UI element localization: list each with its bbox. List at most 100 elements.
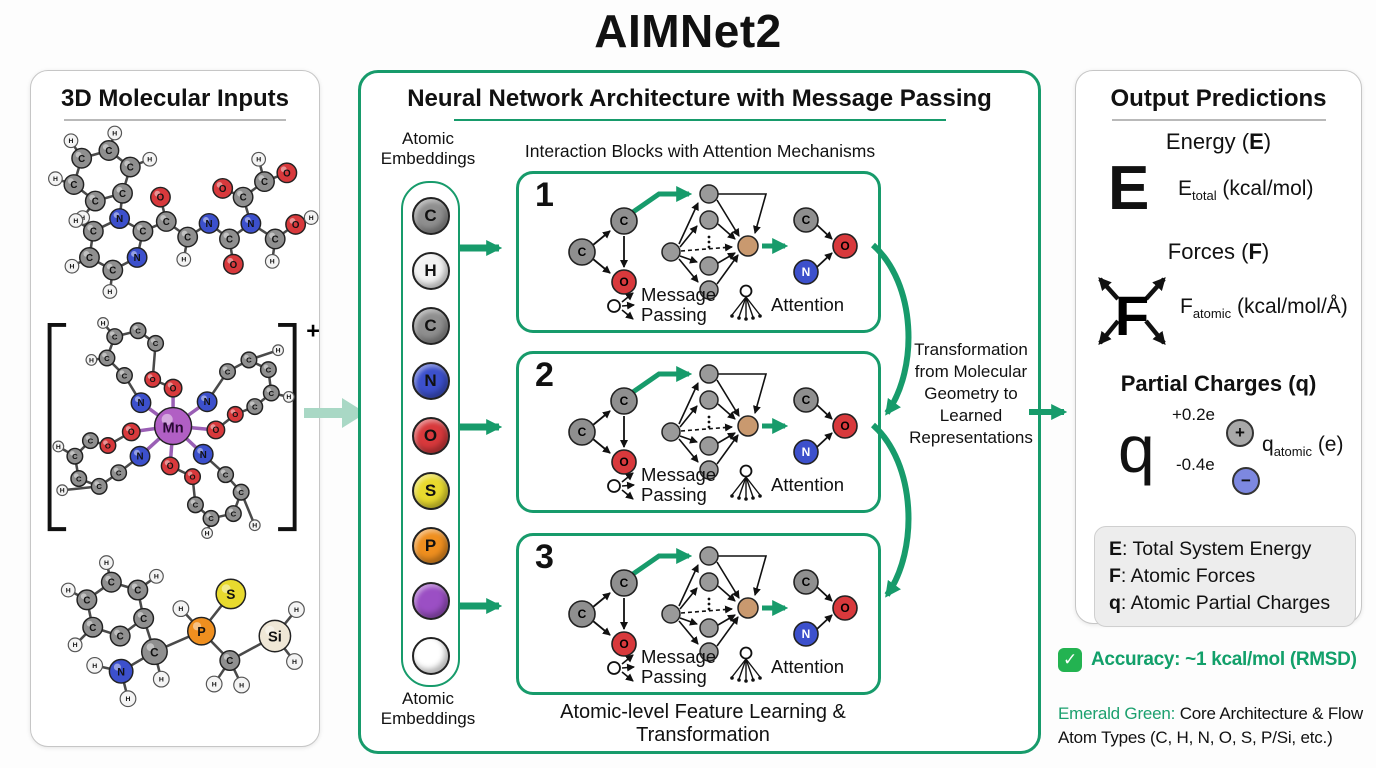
svg-text:H: H — [69, 138, 74, 145]
architecture-panel: Neural Network Architecture with Message… — [358, 70, 1041, 754]
svg-text:H: H — [73, 642, 78, 649]
svg-text:C: C — [104, 354, 110, 363]
legend-line-forces: F: Atomic Forces — [1109, 565, 1256, 587]
svg-text:O: O — [840, 419, 849, 433]
svg-text:H: H — [292, 659, 297, 666]
message-passing-icon — [607, 292, 635, 320]
svg-text:H: H — [126, 696, 131, 703]
svg-text:O: O — [190, 472, 196, 481]
attention-icon — [730, 284, 762, 321]
svg-text:O: O — [128, 427, 135, 437]
block-graph: C C O C N O — [568, 184, 858, 321]
molecule-organic: CCCCCCHHHHHNCNCCCHHHCOCHNCONCOCOHCHOH — [48, 125, 319, 299]
architecture-title: Neural Network Architecture with Message… — [407, 85, 992, 112]
svg-text:C: C — [578, 607, 587, 621]
svg-text:C: C — [122, 371, 128, 380]
embedding-atom-S: S — [411, 472, 450, 510]
svg-text:N: N — [200, 450, 207, 461]
svg-text:C: C — [70, 180, 77, 191]
embedding-atom-blank — [411, 582, 450, 620]
embeddings-label-bottom: Atomic Embeddings — [380, 689, 476, 728]
positive-charge-label: +0.2e — [1172, 405, 1216, 424]
message-passing-label: Message Passing — [641, 646, 717, 687]
svg-text:C: C — [272, 234, 279, 245]
svg-text:C: C — [163, 217, 170, 228]
feature-learning-label: Atomic-level Feature Learning & Transfor… — [560, 701, 846, 746]
svg-text:N: N — [137, 452, 144, 463]
svg-text:C: C — [135, 327, 141, 336]
svg-text:C: C — [266, 365, 272, 374]
svg-text:C: C — [112, 332, 118, 341]
svg-text:C: C — [92, 197, 99, 208]
svg-text:C: C — [620, 214, 629, 228]
inputs-title-rule — [64, 119, 286, 121]
message-passing-icon — [607, 472, 635, 500]
svg-text:C: C — [72, 452, 78, 461]
negative-charge-icon: − — [1232, 467, 1260, 495]
svg-text:O: O — [230, 260, 238, 271]
svg-text:C: C — [76, 474, 82, 483]
svg-text:C: C — [88, 436, 94, 445]
svg-text:H: H — [178, 606, 183, 613]
forces-heading: Forces (F) — [1167, 239, 1270, 264]
svg-text:H: H — [256, 157, 261, 164]
svg-text:H: H — [89, 357, 94, 364]
attention-label: Attention — [771, 294, 845, 315]
energy-heading: Energy (E) — [1165, 129, 1272, 154]
embedding-atom-H: H — [411, 252, 450, 290]
svg-text:C: C — [117, 632, 124, 643]
svg-text:H: H — [309, 215, 314, 222]
svg-text:O: O — [840, 601, 849, 615]
message-passing-label: Message Passing — [641, 464, 717, 505]
forces-figure: F — [1098, 277, 1166, 347]
svg-text:C: C — [78, 154, 85, 165]
svg-text:C: C — [96, 482, 102, 491]
output-legend-box: E: Total System Energy F: Atomic Forces … — [1094, 526, 1356, 627]
svg-text:O: O — [219, 184, 227, 195]
svg-text:C: C — [802, 575, 811, 589]
accuracy-note: ✓ Accuracy: ~1 kcal/mol (RMSD) — [1058, 648, 1376, 672]
svg-text:C: C — [86, 253, 93, 264]
outputs-panel-title: Output Predictions — [1110, 85, 1327, 112]
svg-text:C: C — [134, 586, 141, 597]
svg-text:H: H — [294, 607, 299, 614]
outputs-title-rule — [1111, 119, 1326, 121]
block-graph: C C O C N O — [568, 546, 858, 683]
inputs-panel-title: 3D Molecular Inputs — [60, 85, 290, 112]
svg-text:C: C — [620, 576, 629, 590]
svg-text:C: C — [252, 402, 258, 411]
interaction-block: 1 — [516, 171, 881, 333]
svg-text:C: C — [578, 425, 587, 439]
svg-text:O: O — [150, 375, 156, 384]
svg-text:O: O — [619, 637, 628, 651]
svg-text:N: N — [204, 397, 211, 408]
svg-text:O: O — [212, 425, 219, 435]
svg-text:C: C — [119, 189, 126, 200]
svg-text:P: P — [197, 624, 206, 639]
svg-text:C: C — [240, 193, 247, 204]
interaction-block: 3 — [516, 533, 881, 695]
svg-text:H: H — [69, 264, 74, 271]
block-number: 1 — [535, 176, 554, 214]
svg-text:H: H — [112, 130, 117, 137]
svg-text:H: H — [92, 663, 97, 670]
legend-line-energy: E: Total System Energy — [1109, 538, 1312, 560]
color-key-line1: Emerald Green: Core Architecture & Flow — [1058, 704, 1363, 723]
svg-text:C: C — [108, 578, 115, 589]
svg-text:N: N — [116, 214, 123, 225]
svg-text:C: C — [268, 389, 274, 398]
svg-text:C: C — [246, 356, 252, 365]
color-key-line2: Atom Types (C, H, N, O, S, P/Si, etc.) — [1058, 728, 1333, 747]
svg-text:C: C — [223, 470, 229, 479]
interaction-blocks-label: Interaction Blocks with Attention Mechan… — [524, 141, 876, 161]
svg-text:O: O — [619, 455, 628, 469]
svg-text:H: H — [276, 348, 281, 355]
input-flow-arrow — [304, 398, 366, 428]
page-title: AIMNet2 — [594, 5, 782, 57]
block-number: 2 — [535, 356, 554, 394]
svg-text:H: H — [181, 257, 186, 264]
svg-text:C: C — [231, 509, 237, 518]
svg-text:H: H — [159, 676, 164, 683]
